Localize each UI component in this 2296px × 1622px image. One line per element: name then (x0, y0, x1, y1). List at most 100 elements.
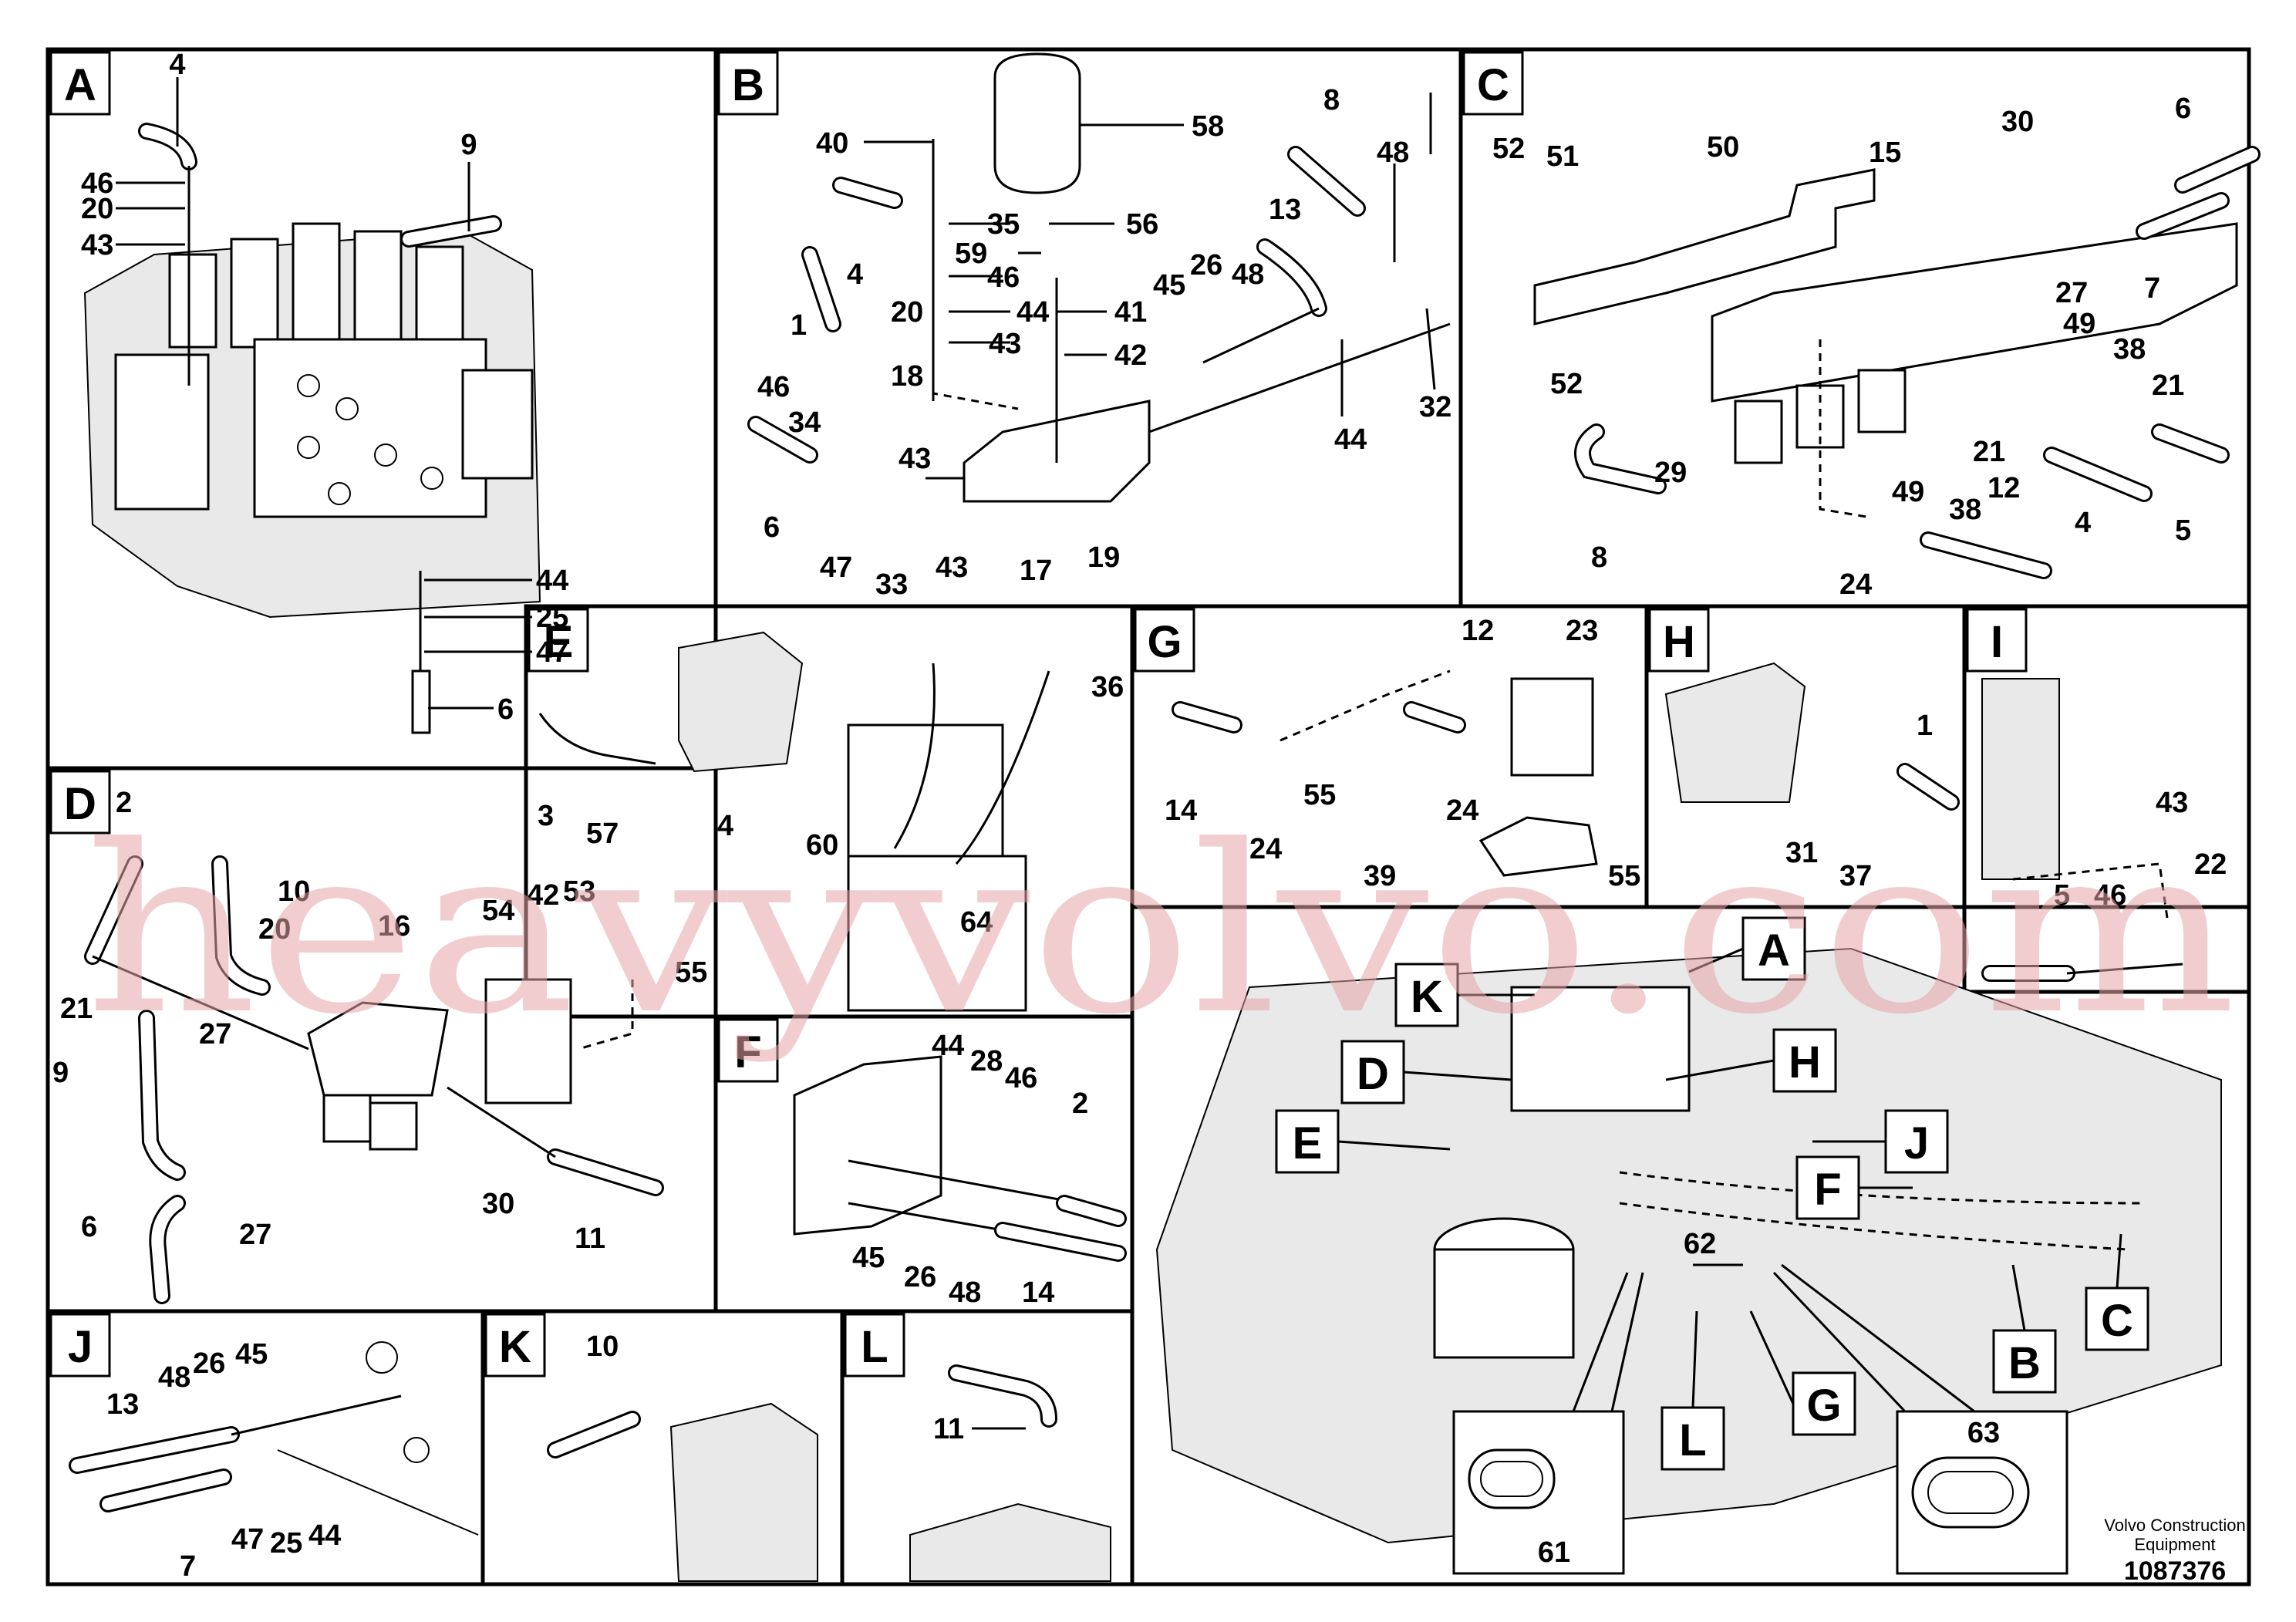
callout-c-30: 30 (2001, 106, 2034, 138)
brand-line2: Equipment (2134, 1535, 2215, 1554)
callout-c-49: 49 (2063, 308, 2095, 340)
callout-k-10: 10 (586, 1330, 619, 1363)
callout-j-13: 13 (106, 1388, 139, 1421)
panel-l: 11 (909, 1364, 1111, 1582)
callout-f-14: 14 (1022, 1276, 1054, 1309)
callout-g-39: 39 (1364, 860, 1396, 892)
callout-a-25: 25 (536, 602, 568, 634)
svg-text:L: L (1679, 1415, 1706, 1465)
callout-c-29: 29 (1654, 457, 1687, 489)
panel-g: 12 23 14 24 55 24 39 55 (1165, 615, 1640, 892)
overview-label-f: F (1795, 1155, 1860, 1220)
callout-i-46: 46 (2094, 879, 2126, 912)
block-16-drawing (307, 1001, 449, 1097)
overview-label-c: C (2085, 1286, 2149, 1351)
section-label-h: H (1648, 608, 1710, 673)
callout-f-45: 45 (852, 1242, 885, 1274)
callout-b-40: 40 (816, 127, 848, 160)
swing-motor-drawing (678, 631, 804, 773)
callout-c-5: 5 (2175, 514, 2191, 547)
callout-e-64: 64 (960, 906, 993, 939)
panel-e: 36 3 57 4 60 64 (538, 631, 1124, 1012)
callout-g-24: 24 (1249, 833, 1282, 865)
svg-text:F: F (1814, 1165, 1841, 1215)
overview-label-k: K (1394, 963, 1459, 1027)
callout-j-45: 45 (235, 1338, 268, 1371)
callout-c-52b: 52 (1550, 368, 1583, 400)
callout-d-21: 21 (60, 993, 93, 1025)
panel-k: 10 (547, 1330, 818, 1582)
callout-b-4: 4 (847, 258, 863, 291)
callout-h-31: 31 (1785, 837, 1818, 869)
callout-a-46: 46 (81, 167, 113, 200)
callout-d-53: 53 (563, 875, 595, 908)
plate-drawing (793, 1055, 942, 1236)
svg-text:K: K (1411, 972, 1443, 1022)
svg-text:J: J (68, 1322, 93, 1372)
callout-g-55b: 55 (1608, 860, 1640, 892)
panel-h: 1 31 37 (1664, 662, 1960, 892)
callout-b-43b: 43 (899, 443, 931, 475)
panel-b: 40 58 8 48 35 56 13 59 4 46 1 20 44 41 4… (747, 52, 1451, 601)
callout-e-4: 4 (717, 810, 733, 842)
callout-e-57: 57 (586, 818, 619, 850)
overview-valve-drawing (1510, 986, 1691, 1112)
callout-a-20: 20 (81, 193, 113, 225)
svg-text:B: B (732, 60, 764, 110)
callout-b-44: 44 (1017, 296, 1049, 329)
svg-text:L: L (861, 1322, 888, 1372)
callout-b-32: 32 (1419, 391, 1451, 423)
callout-b-19: 19 (1087, 541, 1120, 574)
svg-text:H: H (1789, 1037, 1821, 1088)
callout-d-6: 6 (81, 1211, 97, 1243)
overview-label-a: A (1741, 916, 1806, 981)
callout-c-15: 15 (1869, 137, 1901, 169)
grommet-61-icon (1468, 1448, 1556, 1509)
callout-j-47: 47 (231, 1523, 264, 1556)
callout-f-46: 46 (1005, 1062, 1037, 1094)
callout-d-2: 2 (116, 787, 132, 819)
callout-b-20: 20 (891, 296, 923, 329)
panel-frames (46, 47, 2251, 1587)
callout-b-58: 58 (1192, 110, 1224, 143)
callout-d-16: 16 (378, 910, 410, 943)
callout-d-27: 27 (199, 1018, 231, 1050)
callout-a-47: 47 (536, 636, 568, 669)
callout-b-17: 17 (1020, 555, 1052, 587)
callout-d-10: 10 (278, 875, 310, 908)
svg-text:G: G (1147, 617, 1182, 667)
callout-h-1: 1 (1917, 710, 1933, 742)
callout-g-12: 12 (1462, 615, 1494, 647)
callout-e-3: 3 (538, 800, 554, 832)
section-label-j: J (49, 1313, 111, 1378)
panel-j: 13 48 26 45 7 47 25 44 (69, 1338, 479, 1583)
section-label-i: I (1966, 608, 2028, 673)
svg-text:A: A (1758, 926, 1790, 976)
callout-c-21b: 21 (1973, 436, 2005, 468)
callout-i-43: 43 (2156, 787, 2188, 819)
control-valve-drawing (83, 222, 541, 619)
section-label-f: F (717, 1018, 779, 1083)
svg-text:J: J (1904, 1118, 1929, 1168)
callout-d-27b: 27 (239, 1219, 271, 1251)
callout-overview-62: 62 (1684, 1228, 1716, 1260)
callout-b-6: 6 (764, 511, 780, 544)
callout-a-4: 4 (169, 49, 185, 81)
callout-c-24: 24 (1839, 568, 1872, 601)
accumulator-drawing (993, 52, 1081, 194)
svg-text:E: E (1293, 1118, 1323, 1168)
callout-b-8: 8 (1323, 84, 1340, 116)
callout-b-46b: 46 (757, 371, 790, 403)
valve-manifold-drawing (1711, 222, 2238, 403)
section-label-a: A (49, 51, 111, 116)
panel-i: 43 22 5 46 (1981, 678, 2227, 982)
callout-d-20: 20 (258, 913, 291, 946)
callout-b-18: 18 (891, 360, 923, 393)
svg-text:D: D (1357, 1049, 1389, 1099)
svg-text:G: G (1806, 1381, 1841, 1431)
callout-c-6: 6 (2175, 93, 2191, 125)
callout-overview-61: 61 (1538, 1536, 1570, 1569)
overview-label-h: H (1772, 1028, 1837, 1093)
svg-text:D: D (64, 779, 96, 829)
callout-j-26: 26 (193, 1347, 225, 1380)
